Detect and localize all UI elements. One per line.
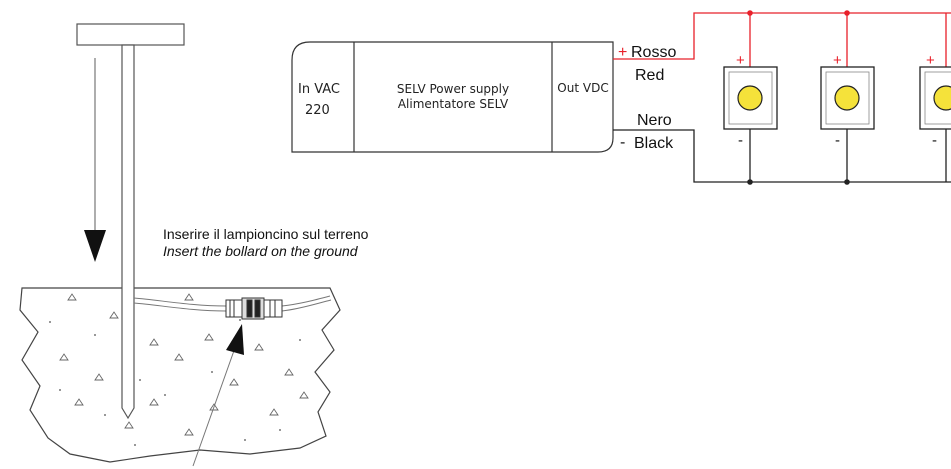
- power-supply: In VAC 220 SELV Power supply Alimentator…: [291, 41, 614, 153]
- positive-sign: +: [618, 44, 627, 61]
- negative-junctions: [747, 179, 850, 185]
- lamp-inner: [728, 71, 773, 125]
- lamp-plus-sign: +: [926, 52, 935, 69]
- negative-wire-english: Black: [634, 135, 674, 152]
- installation-illustration: Inserire il lampioncino sul terreno Inse…: [19, 23, 369, 467]
- positive-wire-italian: Rosso: [631, 44, 676, 61]
- negative-sign: -: [620, 134, 625, 151]
- lamp-inner: [924, 71, 951, 125]
- bollard-cap: [76, 23, 185, 46]
- insert-arrow-head: [84, 230, 106, 262]
- bollard-pole: [121, 44, 135, 420]
- output-label: Out VDC: [557, 81, 608, 95]
- positive-junctions: [747, 10, 850, 16]
- input-label-line2: 220: [305, 103, 330, 118]
- instruction-italian: Inserire il lampioncino sul terreno: [163, 226, 369, 242]
- negative-wire-italian: Nero: [637, 112, 672, 129]
- connector-pointer-head: [226, 324, 244, 355]
- lamp-light: [933, 85, 951, 111]
- ground-block: [19, 287, 341, 463]
- buried-cable-right: [281, 295, 332, 312]
- lamp-minus-sign: -: [932, 132, 937, 149]
- connector-pointer-line: [192, 344, 237, 467]
- lamp-1: + -: [723, 52, 778, 149]
- lamp-inner: [825, 71, 870, 125]
- lamp-minus-sign: -: [738, 132, 743, 149]
- ground-texture: [59, 293, 309, 436]
- lamp-light: [737, 85, 763, 111]
- instruction-english: Insert the bollard on the ground: [163, 243, 359, 259]
- lamp-3: + -: [919, 52, 951, 149]
- buried-cable: [133, 297, 227, 312]
- positive-wire-english: Red: [635, 67, 664, 84]
- waterproof-connector: [225, 297, 283, 320]
- input-label-line1: In VAC: [298, 82, 340, 97]
- power-supply-title-en: SELV Power supply: [397, 82, 509, 96]
- negative-wires: [613, 129, 951, 183]
- ground-dots: [49, 319, 301, 446]
- power-supply-body: [291, 41, 614, 153]
- lamp-plus-sign: +: [833, 52, 842, 69]
- lamp-light: [834, 85, 860, 111]
- lamp-minus-sign: -: [835, 132, 840, 149]
- lamp-plus-sign: +: [736, 52, 745, 69]
- lamp-2: + -: [820, 52, 875, 149]
- power-supply-title-it: Alimentatore SELV: [398, 97, 509, 111]
- positive-wires: [613, 12, 951, 67]
